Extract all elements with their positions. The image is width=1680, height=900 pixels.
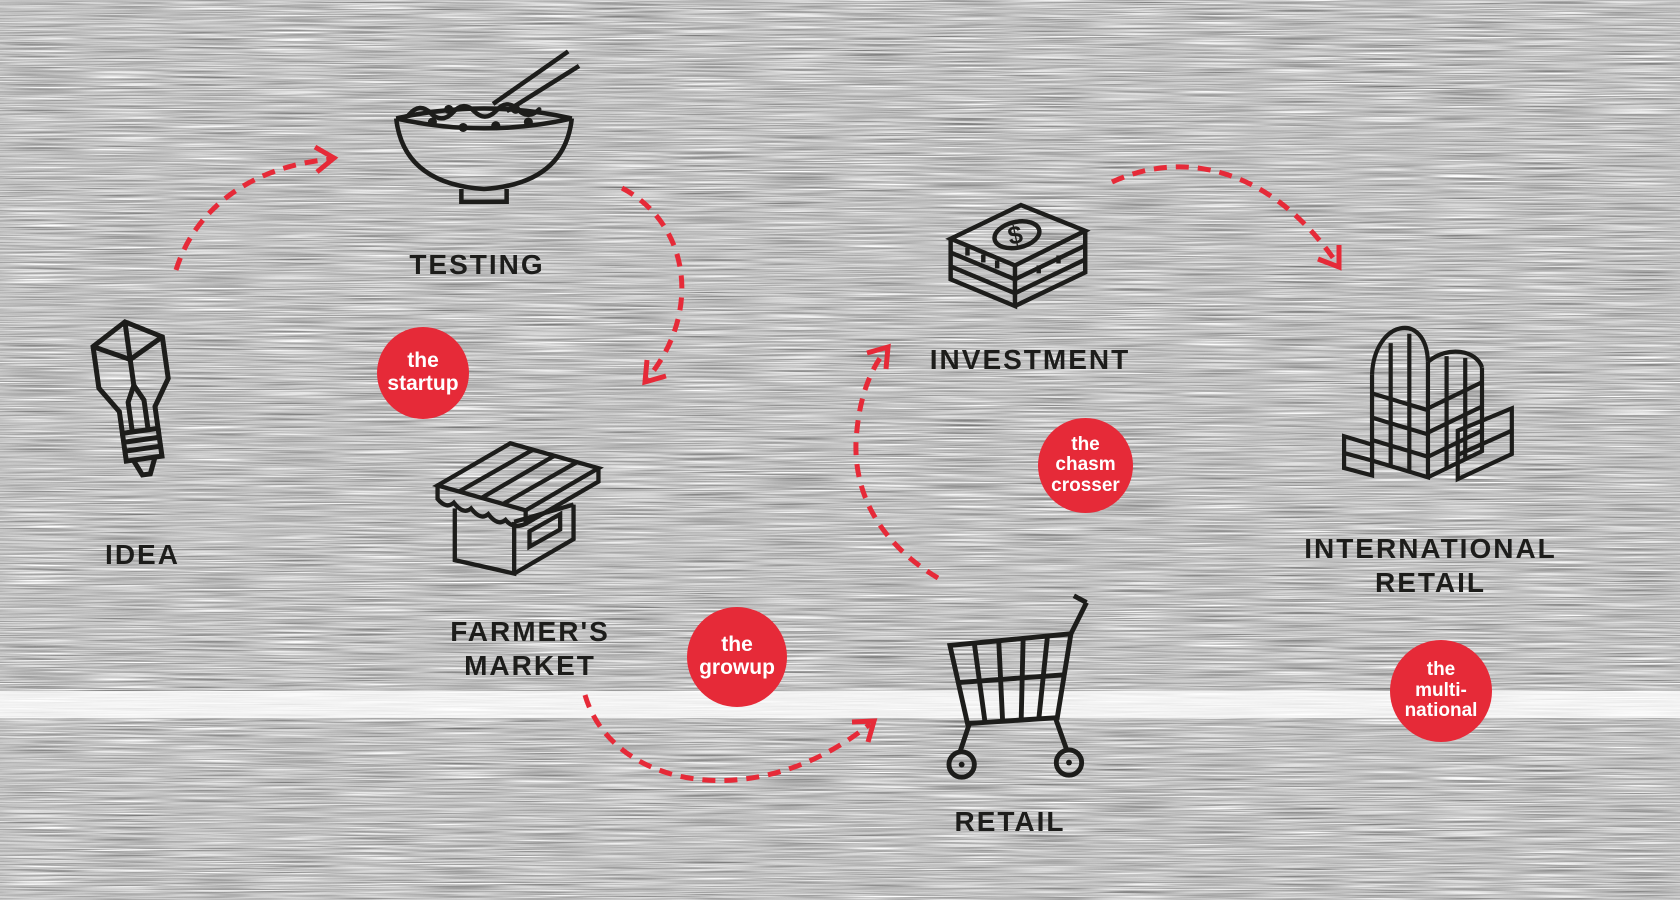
stage-label-international-retail: INTERNATIONAL RETAIL xyxy=(1288,532,1573,599)
label-line: INTERNATIONAL xyxy=(1304,533,1557,564)
label-line: FARMER'S xyxy=(450,616,610,647)
badge-line: the xyxy=(407,349,439,373)
badge-line: chasm xyxy=(1055,454,1116,476)
arrow-testing-to-market xyxy=(620,185,685,380)
arrow-retail-to-investment xyxy=(853,348,940,581)
badge-line: the xyxy=(721,633,753,657)
label-line: RETAIL xyxy=(954,806,1066,837)
stage-label-retail: RETAIL xyxy=(910,805,1110,839)
label-line: RETAIL xyxy=(1374,566,1487,598)
badge-line: national xyxy=(1404,700,1478,722)
lightbulb-icon xyxy=(82,315,194,505)
arrowhead-icon xyxy=(1317,245,1342,271)
label-line: INVESTMENT xyxy=(929,344,1131,375)
stage-label-investment: INVESTMENT xyxy=(905,343,1155,377)
stage-label-farmers-market: FARMER'S MARKET xyxy=(405,615,655,682)
dollar-symbol: $ xyxy=(1005,221,1025,251)
arrowhead-icon xyxy=(866,343,891,370)
stage-label-idea: IDEA xyxy=(60,538,225,572)
arrowhead-icon xyxy=(313,144,339,174)
badge-line: the xyxy=(1071,433,1100,455)
badge-line: multi- xyxy=(1415,679,1467,701)
label-line: IDEA xyxy=(105,539,180,570)
noodle-bowl-icon xyxy=(378,46,590,218)
badge-line: crosser xyxy=(1051,474,1120,496)
arrowhead-icon xyxy=(851,718,878,743)
shopping-cart-icon xyxy=(922,585,1094,785)
arrow-market-to-retail xyxy=(582,694,872,783)
arrow-investment-to-international xyxy=(1110,164,1339,264)
market-stall-icon xyxy=(422,428,614,586)
stage-badge-the-startup: the startup xyxy=(377,327,469,419)
label-line: TESTING xyxy=(409,249,545,280)
stage-badge-the-chasm-crosser: the chasm crosser xyxy=(1038,418,1133,513)
stage-label-testing: TESTING xyxy=(357,248,597,282)
badge-line: the xyxy=(1426,659,1456,681)
cash-stack-icon: $ xyxy=(918,192,1106,326)
buildings-icon xyxy=(1318,283,1523,488)
badge-line: startup xyxy=(387,372,459,395)
arrow-idea-to-testing xyxy=(173,156,333,271)
stage-badge-the-multinational: the multi- national xyxy=(1390,640,1492,742)
badge-line: growup xyxy=(699,656,775,679)
arrowhead-icon xyxy=(642,359,667,386)
label-line: MARKET xyxy=(464,649,596,681)
stage-badge-the-growup: the growup xyxy=(687,607,787,707)
